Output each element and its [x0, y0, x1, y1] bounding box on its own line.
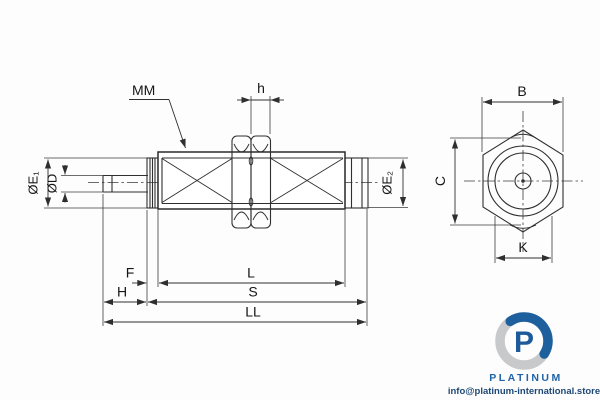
dim-label-h: h [257, 80, 265, 96]
dim-l: L [159, 265, 344, 287]
end-view-centerlines [464, 111, 583, 252]
thread-symbol-lines [161, 158, 344, 203]
piston-rod [102, 174, 148, 193]
end-view: B C K [432, 83, 583, 263]
hex-nuts [231, 135, 272, 229]
dim-label-mm: MM [132, 82, 155, 98]
mm-leader [168, 99, 186, 149]
dim-label-c: C [432, 176, 448, 186]
logo-wordmark: PLATINUM [489, 372, 562, 384]
dim-label-l: L [247, 265, 255, 281]
platinum-logo: P PLATINUM info@platinum-international.s… [448, 312, 600, 397]
dim-label-k: K [518, 239, 528, 255]
dim-d: ØD [45, 165, 103, 203]
dim-label-s: S [248, 284, 257, 300]
dim-k: K [494, 216, 553, 263]
logo-email: info@platinum-international.store [448, 386, 600, 397]
dim-c: C [432, 137, 521, 226]
dim-h: h [237, 80, 284, 134]
dim-label-ll: LL [245, 304, 261, 320]
front-collar [146, 157, 159, 209]
dim-e2: ØE₂ [368, 157, 408, 208]
rear-cap [344, 157, 369, 209]
dim-label-dia-e2: ØE₂ [380, 171, 395, 195]
dim-ll: LL [104, 304, 366, 326]
side-view-dimensions: MM h ØE₁ ØD ØE₂ [26, 80, 408, 326]
logo-initial: P [514, 326, 534, 359]
logo-swirl-blue [495, 312, 553, 370]
side-view [88, 135, 380, 229]
dim-label-b: B [517, 83, 526, 99]
dim-e1: ØE₁ [26, 157, 147, 209]
dim-b: B [481, 83, 564, 152]
extension-lines [102, 194, 368, 326]
dim-h-stroke: H [104, 284, 146, 306]
dim-label-dia-d: ØD [45, 174, 60, 194]
dim-f: F [126, 265, 147, 287]
dim-label-f: F [126, 265, 135, 281]
dim-label-h-stroke: H [117, 284, 127, 300]
dim-label-dia-e1: ØE₁ [26, 171, 41, 195]
dim-s: S [148, 284, 366, 306]
